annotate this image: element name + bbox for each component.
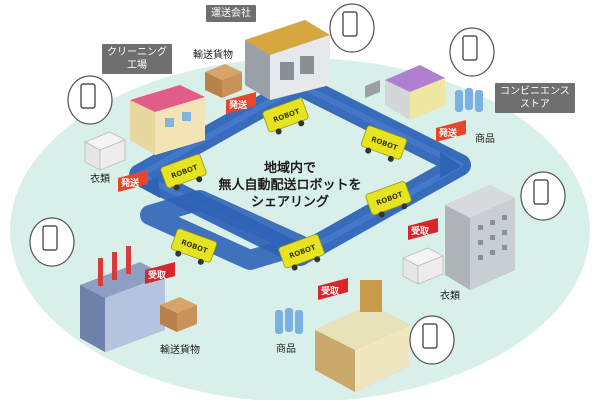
robot-vehicle: ROBOT [278,234,325,271]
robot-vehicle: ROBOT [365,181,412,218]
svg-text:発送: 発送 [438,127,458,139]
smartphone-bubble-icon [329,3,375,53]
clothes-icon [84,131,126,171]
convenience-store-label-line2: ストア [519,99,550,110]
transport-company-label: 運送会社 [206,5,256,22]
cargo-label-bottom: 輸送貨物 [160,345,200,356]
smartphone-bubble-icon [520,171,566,221]
goods-label-right: 商品 [475,134,495,145]
robot-vehicle: ROBOT [160,154,207,191]
convenience-store-label: コンビニエンス ストア [495,83,575,113]
clothes-label-right: 衣類 [440,291,460,302]
cargo-label-top: 輸送貨物 [193,50,233,61]
clothes-label-left: 衣類 [90,174,110,185]
svg-text:発送: 発送 [120,177,140,189]
cleaning-factory-label: クリーニング 工場 [102,44,172,74]
smartphone-bubble-icon [449,27,495,77]
convenience-store-building [365,65,445,120]
send-tag: 発送 [118,170,148,192]
center-title-line2: 無人自動配送ロボットを [218,178,362,193]
shopping-building [315,280,410,392]
cleaning-factory-label-line2: 工場 [127,60,147,71]
cargo-box-icon [205,64,242,98]
receive-tag: 受取 [145,262,175,284]
robot-vehicle: ROBOT [360,125,408,162]
robot-vehicle: ROBOT [170,228,218,265]
goods-label-bottom: 商品 [276,344,296,355]
send-tag: 発送 [226,92,256,114]
cleaning-factory-building [130,85,205,155]
convenience-store-label-line1: コンビニエンス [500,86,570,97]
office-building [445,185,515,290]
bottles-icon [275,308,303,334]
transport-company-building [245,20,330,100]
arrow-icon [440,152,462,178]
svg-text:受取: 受取 [321,285,340,297]
smartphone-bubble-icon [67,75,113,125]
bottles-icon [455,88,483,112]
smartphone-bubble-icon [409,315,455,365]
smartphone-bubble-icon [29,217,75,267]
send-tag: 発送 [436,120,466,142]
center-title-line3: シェアリング [250,195,329,210]
cleaning-factory-label-line1: クリーニング [107,47,167,58]
arrow-icon [138,176,160,198]
center-title: 地域内で 無人自動配送ロボットを シェアリング [205,160,375,211]
robot-vehicle: ROBOT [262,98,309,135]
svg-text:発送: 発送 [228,99,248,111]
center-title-line1: 地域内で [263,161,316,176]
clothes-icon [402,247,444,285]
svg-text:受取: 受取 [148,269,167,281]
receive-tag: 受取 [318,278,348,300]
factory-building [80,246,165,352]
receive-tag: 受取 [408,218,438,240]
cargo-box-icon [160,297,197,332]
svg-text:受取: 受取 [411,225,430,237]
